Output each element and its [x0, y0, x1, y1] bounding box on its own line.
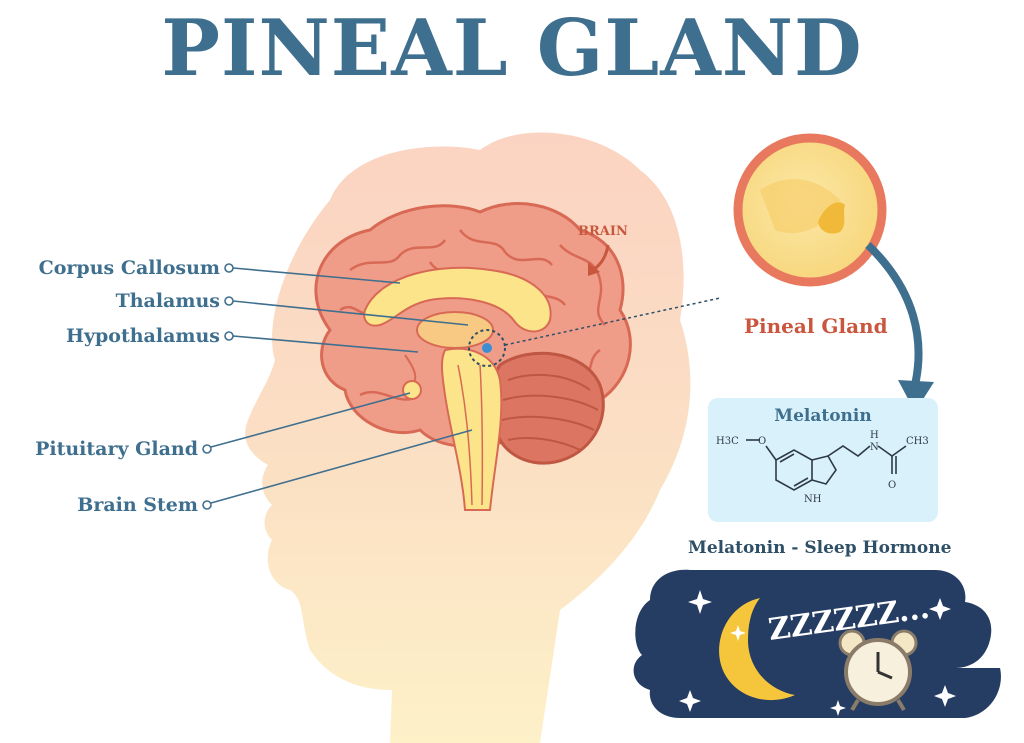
label-thalamus: Thalamus	[115, 290, 220, 312]
brain-stem-lines	[457, 364, 484, 506]
label-brain-stem: Brain Stem	[77, 494, 198, 516]
star-icon	[688, 590, 712, 614]
star-icon	[929, 598, 951, 620]
pineal-highlight-circle	[468, 329, 506, 367]
formula-methyl2: CH3	[906, 436, 929, 447]
alarm-clock-icon	[838, 629, 918, 712]
star-icon	[679, 690, 701, 712]
star-icon	[934, 685, 956, 707]
pineal-to-melatonin-arrow	[865, 242, 923, 386]
star-icon	[730, 625, 746, 641]
formula-nh: NH	[804, 494, 822, 505]
label-hypothalamus: Hypothalamus	[66, 325, 220, 347]
formula-carbonyl-o: O	[888, 480, 896, 491]
hypothalamus-shape	[404, 354, 417, 383]
label-pituitary-gland: Pituitary Gland	[35, 438, 198, 460]
melatonin-arrowhead	[898, 380, 934, 412]
label-corpus-callosum: Corpus Callosum	[38, 257, 220, 279]
corpus-callosum-shape	[363, 266, 552, 333]
page-title: PINEAL GLAND	[161, 3, 863, 94]
pituitary-shape	[402, 380, 422, 400]
formula-amide-n: N	[870, 442, 879, 453]
formula-oxygen: O	[758, 436, 766, 447]
star-icon	[830, 700, 846, 716]
melatonin-structure: H3C O NH H N CH3 O	[716, 430, 929, 505]
label-pineal-gland: Pineal Gland	[744, 314, 888, 338]
sleep-hormone-title: Melatonin - Sleep Hormone	[688, 538, 952, 558]
moon-icon	[719, 598, 795, 701]
cerebellum-folds	[501, 373, 599, 451]
formula-amide-h: H	[870, 430, 879, 441]
pineal-dotted-line	[504, 297, 721, 346]
formula-methyl: H3C	[716, 436, 739, 447]
melatonin-title: Melatonin	[774, 406, 872, 426]
cerebellum	[490, 351, 605, 465]
melatonin-panel: Melatonin H3C O NH H N	[708, 398, 938, 522]
stars	[679, 590, 956, 716]
pineal-spot	[482, 343, 492, 353]
leader-lines	[202, 263, 473, 510]
pineal-zoom-gland	[818, 202, 845, 234]
label-brain: BRAIN	[578, 224, 628, 239]
brain-arrowhead	[588, 262, 600, 276]
